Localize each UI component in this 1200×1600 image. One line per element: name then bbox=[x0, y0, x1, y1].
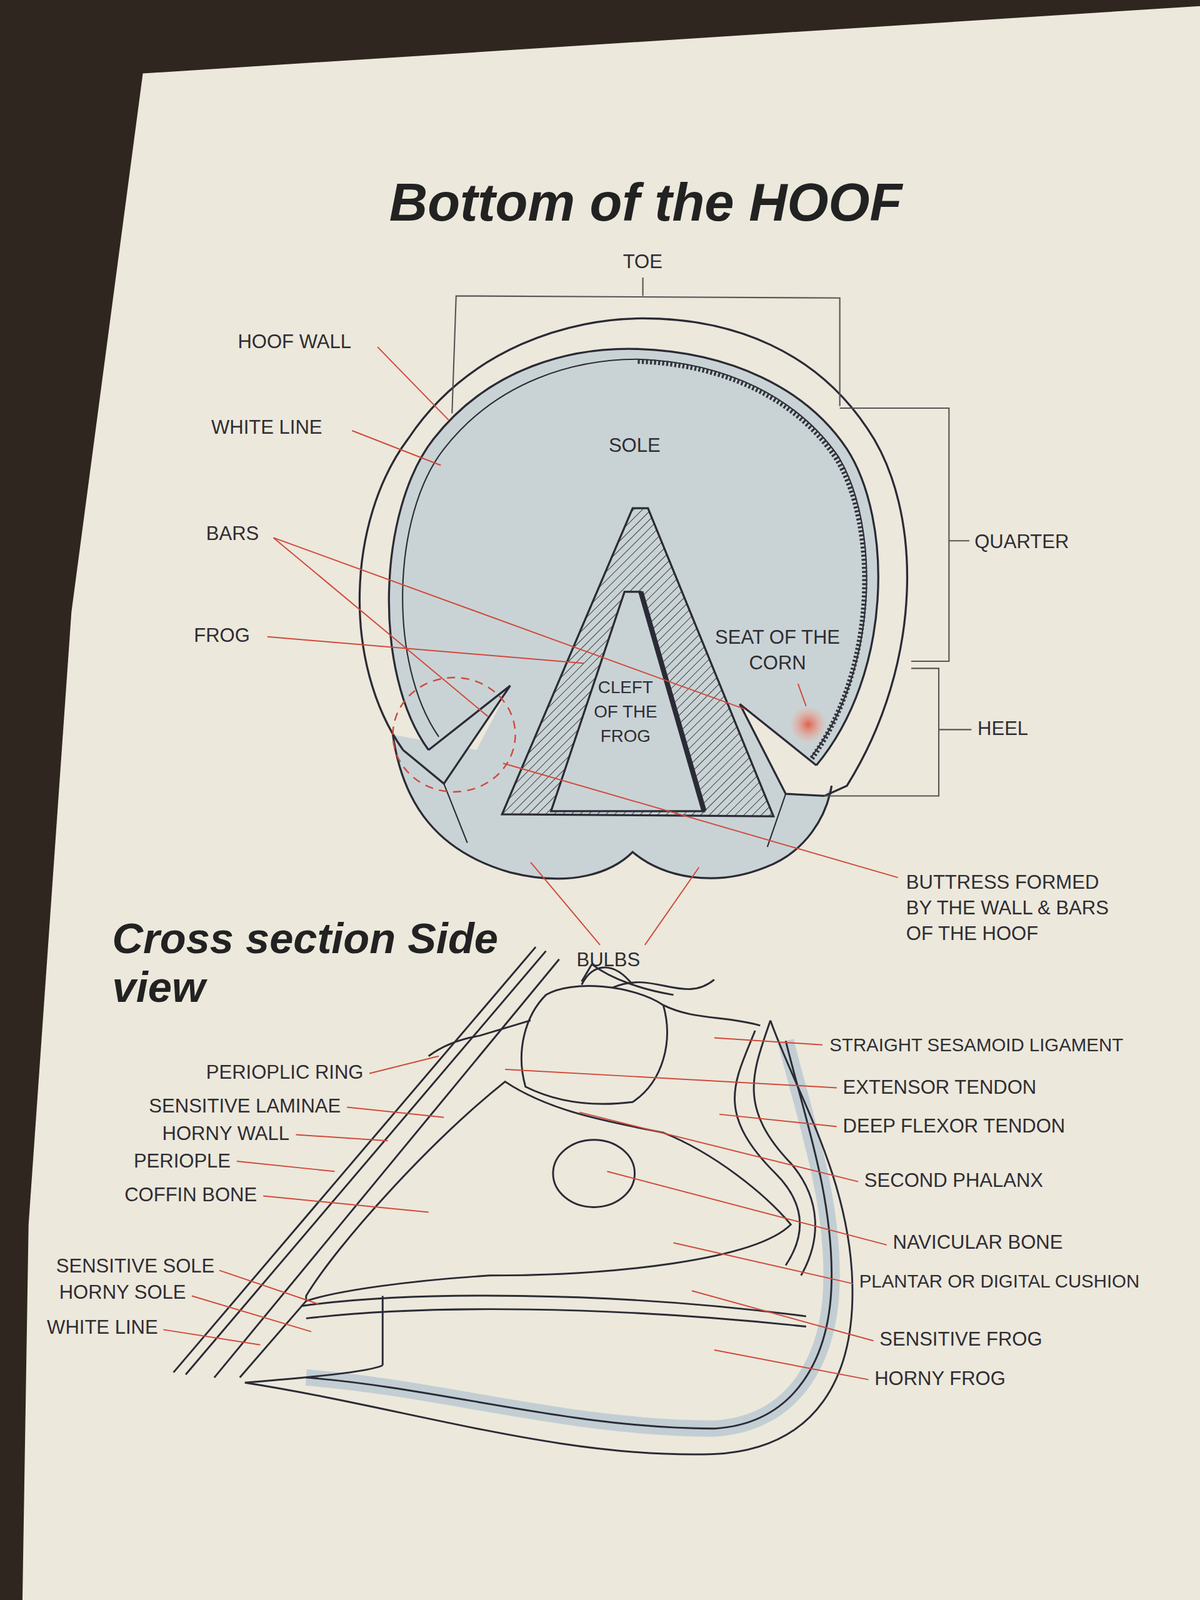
leader-line bbox=[645, 867, 700, 945]
bulbs-outline bbox=[393, 735, 832, 879]
part-label: WHITE LINE bbox=[211, 416, 323, 439]
part-label: HEEL bbox=[977, 717, 1029, 740]
laminae-line bbox=[240, 1301, 307, 1378]
coffin-bone bbox=[306, 1081, 792, 1302]
part-label: BARS bbox=[206, 522, 259, 545]
navicular-bone bbox=[553, 1140, 635, 1208]
sole-bottom-line bbox=[245, 1365, 383, 1383]
second-phalanx bbox=[521, 986, 667, 1105]
leader-line bbox=[273, 537, 745, 709]
frog bbox=[501, 508, 774, 817]
part-label: HORNY SOLE bbox=[59, 1281, 187, 1305]
part-label: WHITE LINE bbox=[46, 1316, 159, 1339]
part-label: PERIOPLIC RING bbox=[206, 1061, 364, 1084]
leader-line bbox=[236, 1161, 335, 1172]
leader-line bbox=[351, 430, 441, 466]
quarter-bracket bbox=[840, 408, 950, 662]
part-label: DEEP FLEXOR TENDON bbox=[843, 1115, 1066, 1138]
heel-dashed-ring bbox=[393, 677, 516, 792]
bulbs-shading bbox=[388, 348, 879, 879]
leader-line bbox=[295, 1135, 388, 1142]
wall-line bbox=[185, 951, 546, 1375]
heel-bracket bbox=[824, 668, 939, 796]
left-bar bbox=[403, 685, 510, 784]
frog-cleft-shadow bbox=[640, 591, 704, 812]
buttress-line bbox=[443, 783, 786, 847]
frog-front-line bbox=[381, 1295, 384, 1365]
part-label: FROG bbox=[193, 624, 250, 647]
wall-inner-line bbox=[214, 959, 560, 1378]
leader-line bbox=[505, 1069, 837, 1088]
leader-line bbox=[219, 1270, 319, 1305]
corn-spot bbox=[790, 706, 826, 742]
leader-line bbox=[163, 1329, 260, 1345]
horny-sole-line bbox=[306, 1309, 807, 1327]
leader-line bbox=[714, 1350, 869, 1380]
leader-line bbox=[263, 1195, 429, 1212]
leader-line bbox=[530, 862, 600, 945]
deep-flexor-tendon bbox=[735, 1030, 800, 1266]
leader-line bbox=[267, 636, 584, 664]
toe-bracket bbox=[451, 295, 840, 414]
part-label: SECOND PHALANX bbox=[864, 1169, 1044, 1192]
leader-line bbox=[691, 1290, 874, 1341]
leader-line bbox=[377, 346, 449, 421]
diagram-title: Bottom of the HOOF bbox=[389, 171, 903, 233]
part-label: SEAT OF THE CORN bbox=[706, 624, 850, 676]
part-label: HOOF WALL bbox=[237, 330, 352, 354]
part-label: HORNY FROG bbox=[874, 1367, 1006, 1390]
leader-line bbox=[191, 1295, 312, 1332]
heel-tick bbox=[938, 728, 972, 730]
part-label: NAVICULAR BONE bbox=[893, 1231, 1064, 1255]
joint-lines bbox=[581, 967, 761, 1026]
deep-flexor-tendon-edge bbox=[753, 1020, 815, 1276]
hoof-cross-section bbox=[173, 946, 853, 1455]
leader-line bbox=[798, 683, 807, 707]
frog-inner-line bbox=[306, 1040, 832, 1429]
leader-line bbox=[714, 1037, 823, 1045]
leader-line bbox=[273, 537, 489, 717]
perioplic-ring bbox=[428, 1020, 531, 1057]
part-label: QUARTER bbox=[974, 530, 1069, 554]
part-label: BUTTRESS FORMED BY THE WALL & BARS OF TH… bbox=[906, 869, 1129, 946]
leader-line bbox=[673, 1243, 854, 1284]
region-brackets bbox=[451, 277, 972, 796]
part-label: BULBS bbox=[576, 948, 640, 972]
leader-line bbox=[606, 1171, 887, 1245]
part-label: TOE bbox=[623, 251, 663, 274]
part-label: CLEFT OF THE FROG bbox=[591, 675, 660, 750]
leader-line bbox=[503, 763, 899, 878]
part-label: SENSITIVE LAMINAE bbox=[148, 1095, 341, 1118]
part-label: SENSITIVE FROG bbox=[879, 1328, 1042, 1352]
sensitive-sole-line bbox=[301, 1295, 807, 1317]
leader-line bbox=[719, 1114, 837, 1127]
horny-frog-shading bbox=[306, 1040, 832, 1429]
part-label: COFFIN BONE bbox=[124, 1183, 257, 1207]
part-label: HORNY WALL bbox=[162, 1122, 290, 1145]
leader-line bbox=[369, 1056, 439, 1074]
paper-sheet bbox=[22, 6, 1200, 1600]
toe-tick bbox=[642, 277, 644, 296]
section-heading: Cross section Side view bbox=[112, 914, 500, 1013]
part-label: PLANTAR OR DIGITAL CUSHION bbox=[859, 1271, 1140, 1293]
part-label: SOLE bbox=[608, 435, 661, 458]
heel-outline bbox=[245, 1020, 853, 1455]
leader-lines bbox=[163, 346, 899, 1380]
leader-line bbox=[579, 1112, 859, 1182]
part-label: STRAIGHT SESAMOID LIGAMENT bbox=[829, 1035, 1124, 1057]
part-label: EXTENSOR TENDON bbox=[843, 1076, 1037, 1099]
quarter-tick bbox=[948, 540, 970, 542]
part-label: SENSITIVE SOLE bbox=[56, 1255, 215, 1278]
part-label: PERIOPLE bbox=[133, 1150, 231, 1173]
leader-line bbox=[346, 1106, 444, 1117]
